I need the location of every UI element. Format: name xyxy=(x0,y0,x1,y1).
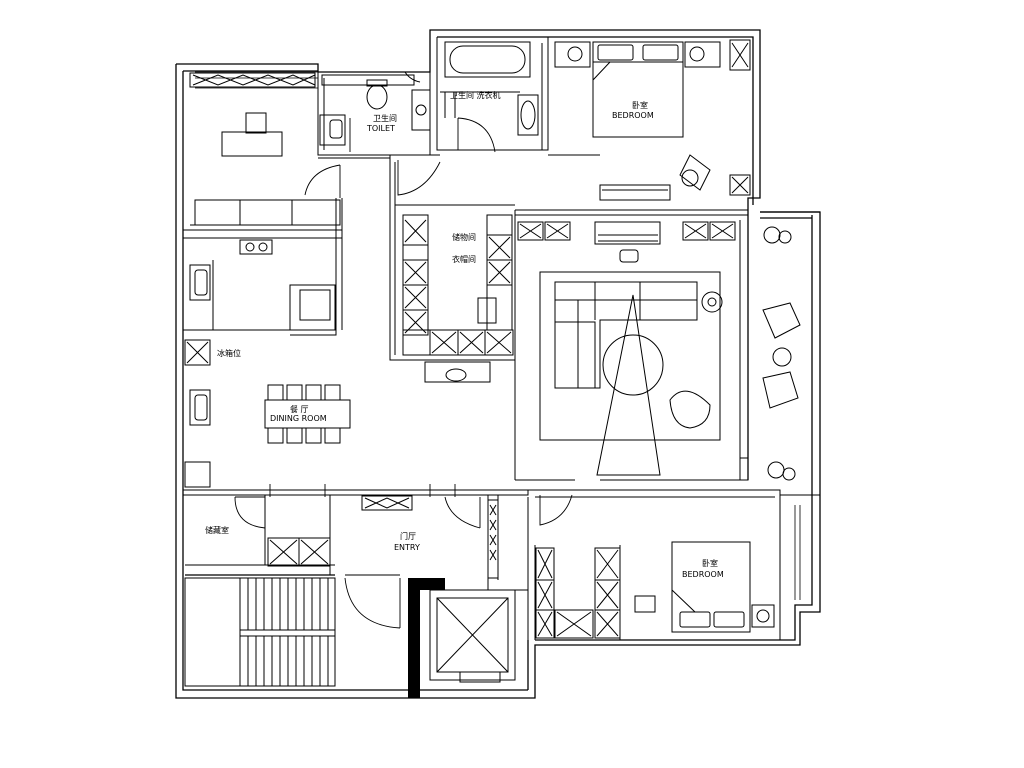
entry-label-en: ENTRY xyxy=(394,543,420,552)
entry-cabinets xyxy=(267,495,499,579)
balcony-furniture xyxy=(762,226,801,481)
bedroom-bottom-label-en: BEDROOM xyxy=(682,570,724,579)
toilet-label-cn: 卫生间 xyxy=(373,113,397,123)
kitchen-furniture xyxy=(184,239,336,488)
elevator xyxy=(436,597,509,683)
top-bedroom-furniture xyxy=(554,39,751,201)
living-furniture xyxy=(517,221,749,481)
closet-a-label: 储物间 xyxy=(452,232,476,242)
dining-label-en: DINING ROOM xyxy=(270,414,327,423)
staircase xyxy=(184,577,336,687)
toilet-fixtures xyxy=(319,71,431,146)
interior-walls xyxy=(183,37,820,681)
entry-label-cn: 门厅 xyxy=(400,531,416,541)
doors xyxy=(234,117,573,629)
toilet-label-en: TOILET xyxy=(366,124,395,133)
fridge-label: 冰箱位 xyxy=(217,348,241,358)
bottom-bedroom-furniture xyxy=(535,541,775,639)
study-furniture xyxy=(189,72,341,226)
structural-column xyxy=(408,578,445,698)
bedroom-top-label-en: BEDROOM xyxy=(612,111,654,120)
bedroom-bottom-label-cn: 卧室 xyxy=(702,558,718,568)
closet-cabinets xyxy=(402,214,514,383)
dining-label-cn: 餐 厅 xyxy=(290,405,309,414)
laundry-label: 卫生间 洗衣机 xyxy=(450,90,501,100)
bath-fixtures xyxy=(440,41,539,136)
dining-table xyxy=(264,384,351,444)
closet-b-label: 衣帽间 xyxy=(452,254,476,264)
utility-label: 储藏室 xyxy=(205,525,229,535)
windows xyxy=(175,37,813,600)
bedroom-top-label-cn: 卧室 xyxy=(632,100,648,110)
